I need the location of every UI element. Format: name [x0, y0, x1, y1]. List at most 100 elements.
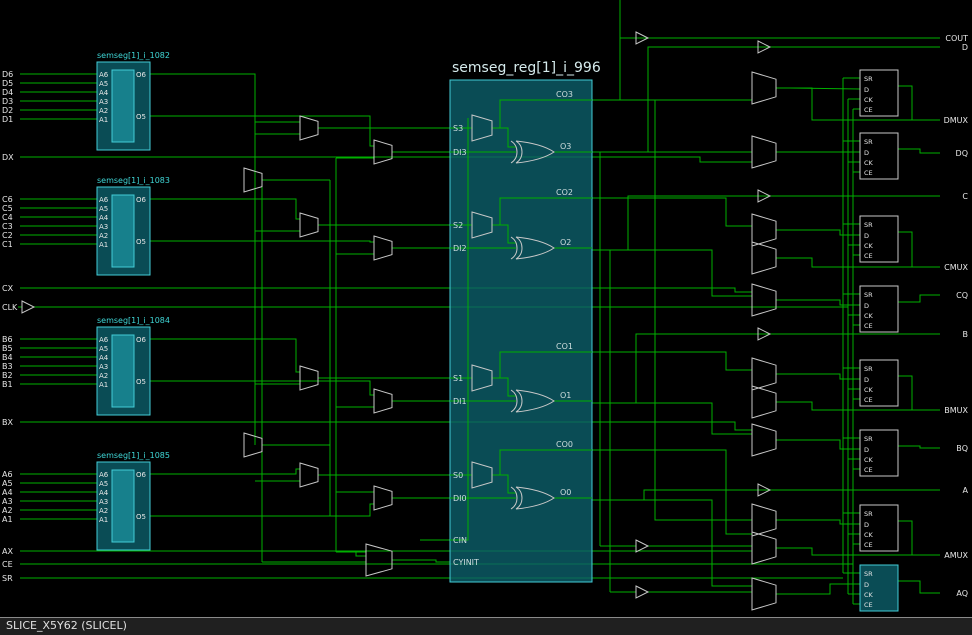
site-pin-A6[interactable]: A6	[2, 470, 13, 479]
net-wire[interactable]	[150, 468, 300, 475]
site-pin-CE[interactable]: CE	[2, 560, 13, 569]
site-pin-DMUX[interactable]: DMUX	[944, 116, 969, 125]
site-pin-D5[interactable]: D5	[2, 79, 13, 88]
site-pin-BQ[interactable]: BQ	[956, 444, 968, 453]
net-wire[interactable]	[355, 551, 366, 557]
net-wire[interactable]	[592, 249, 752, 297]
net-wire[interactable]	[776, 229, 860, 236]
site-pin-C[interactable]: C	[962, 192, 968, 201]
routing-mux[interactable]	[751, 283, 777, 317]
net-wire[interactable]	[492, 449, 592, 476]
site-pin-AMUX[interactable]: AMUX	[944, 551, 968, 560]
net-wire[interactable]	[500, 377, 516, 397]
carry-mux[interactable]	[471, 364, 493, 392]
net-wire[interactable]	[776, 87, 940, 121]
net-wire[interactable]	[592, 449, 752, 535]
net-wire[interactable]	[898, 520, 913, 555]
site-pin-D[interactable]: D	[962, 43, 968, 52]
net-wire[interactable]	[450, 118, 469, 541]
site-pin-BX[interactable]: BX	[2, 418, 13, 427]
routing-mux[interactable]	[299, 365, 319, 391]
net-wire[interactable]	[500, 127, 516, 148]
flipflop[interactable]	[859, 359, 899, 407]
net-wire[interactable]	[492, 197, 592, 226]
flipflop[interactable]	[859, 69, 899, 117]
site-pin-C6[interactable]: C6	[2, 195, 13, 204]
buffer-icon[interactable]	[635, 31, 650, 45]
net-wire[interactable]	[776, 547, 940, 556]
net-wire[interactable]	[898, 231, 913, 267]
site-pin-C1[interactable]: C1	[2, 240, 13, 249]
net-wire[interactable]	[776, 439, 860, 450]
routing-mux[interactable]	[751, 241, 777, 275]
carry-xor-gate[interactable]	[510, 486, 555, 510]
site-pin-BMUX[interactable]: BMUX	[944, 406, 968, 415]
site-pin-CX[interactable]: CX	[2, 284, 14, 293]
site-pin-A4[interactable]: A4	[2, 488, 13, 497]
site-pin-B1[interactable]: B1	[2, 380, 13, 389]
net-wire[interactable]	[776, 299, 860, 306]
site-pin-B4[interactable]: B4	[2, 353, 13, 362]
site-pin-AQ[interactable]: AQ	[956, 589, 968, 598]
net-wire[interactable]	[898, 294, 940, 303]
net-wire[interactable]	[592, 402, 752, 435]
net-wire[interactable]	[789, 87, 861, 90]
net-wire[interactable]	[20, 421, 752, 431]
net-wire[interactable]	[898, 580, 940, 594]
net-wire[interactable]	[776, 401, 940, 411]
cyinit-mux[interactable]	[365, 543, 393, 577]
site-pin-A3[interactable]: A3	[2, 497, 13, 506]
net-wire[interactable]	[150, 73, 300, 123]
net-wire[interactable]	[150, 198, 300, 220]
routing-mux[interactable]	[373, 139, 393, 165]
carry-xor-gate[interactable]	[510, 389, 555, 413]
buffer-icon[interactable]	[635, 539, 650, 553]
buffer-icon[interactable]	[757, 483, 772, 497]
flipflop[interactable]	[859, 504, 899, 552]
net-wire[interactable]	[898, 85, 913, 120]
net-wire[interactable]	[898, 445, 940, 449]
net-wire[interactable]	[898, 375, 913, 410]
routing-mux[interactable]	[751, 135, 777, 169]
site-pin-D3[interactable]: D3	[2, 97, 13, 106]
routing-mux[interactable]	[299, 115, 319, 141]
carry4-block[interactable]	[449, 79, 593, 583]
net-wire[interactable]	[635, 333, 940, 403]
routing-mux[interactable]	[751, 385, 777, 419]
flipflop[interactable]	[859, 132, 899, 180]
clock-buffer-icon[interactable]	[21, 300, 36, 314]
schematic-canvas[interactable]: D6D5D4D3D2D1DXC6C5C4C3C2C1CXCLKB6B5B4B3B…	[0, 0, 972, 617]
net-wire[interactable]	[492, 351, 592, 379]
net-wire[interactable]	[150, 115, 374, 147]
net-wire[interactable]	[500, 224, 516, 244]
site-pin-B6[interactable]: B6	[2, 335, 13, 344]
flipflop[interactable]	[859, 285, 899, 333]
site-pin-CQ[interactable]: CQ	[956, 291, 968, 300]
site-pin-D1[interactable]: D1	[2, 115, 13, 124]
carry-xor-gate[interactable]	[510, 140, 555, 164]
routing-mux[interactable]	[243, 432, 263, 458]
site-pin-B2[interactable]: B2	[2, 371, 13, 380]
net-wire[interactable]	[654, 100, 752, 521]
net-wire[interactable]	[20, 287, 752, 293]
routing-mux[interactable]	[373, 485, 393, 511]
flipflop-selected[interactable]	[859, 564, 899, 612]
routing-mux[interactable]	[751, 71, 777, 105]
routing-mux[interactable]	[373, 388, 393, 414]
site-pin-A[interactable]: A	[963, 486, 969, 495]
routing-mux[interactable]	[243, 167, 263, 193]
site-pin-CLK[interactable]: CLK	[2, 303, 18, 312]
site-pin-C2[interactable]: C2	[2, 231, 13, 240]
routing-mux[interactable]	[299, 212, 319, 238]
net-wire[interactable]	[592, 499, 752, 587]
net-wire[interactable]	[592, 197, 752, 227]
flipflop[interactable]	[859, 429, 899, 477]
site-pin-AX[interactable]: AX	[2, 547, 13, 556]
net-wire[interactable]	[643, 489, 940, 500]
site-pin-B[interactable]: B	[963, 330, 969, 339]
site-pin-D6[interactable]: D6	[2, 70, 13, 79]
buffer-icon[interactable]	[757, 189, 772, 203]
site-pin-B5[interactable]: B5	[2, 344, 13, 353]
net-wire[interactable]	[776, 583, 860, 595]
site-pin-DX[interactable]: DX	[2, 153, 14, 162]
